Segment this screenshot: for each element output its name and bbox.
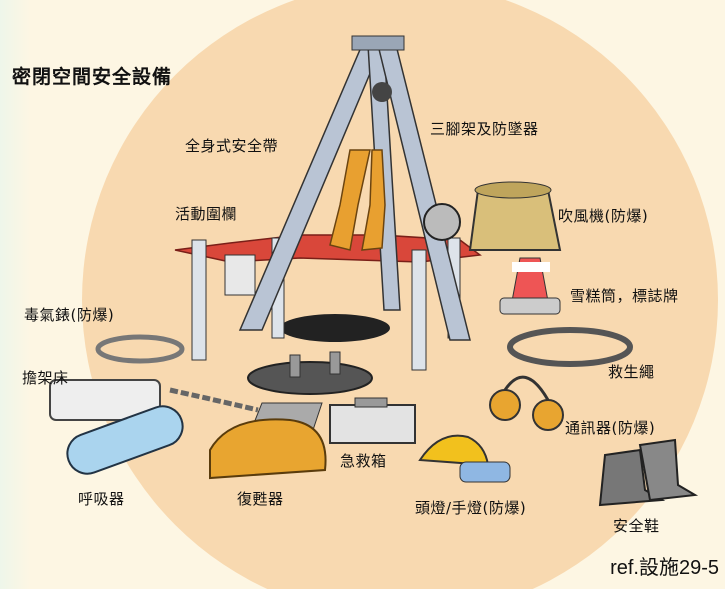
label-gas-detector: 毒氣錶(防爆) [24,306,115,324]
blower-top [474,181,552,199]
detector-hose-coil [95,334,185,364]
label-railing: 活動圍欄 [175,205,238,223]
manhole-cover [247,361,373,395]
label-resuscitator: 復甦器 [237,490,284,508]
label-harness: 全身式安全帶 [185,137,279,155]
gas-detector-unit [224,254,256,296]
label-cone: 雪糕筒，標誌牌 [570,287,679,305]
stretcher-bed [49,379,161,421]
helmet [418,434,490,467]
chain [169,387,259,413]
label-first-aid: 急救箱 [340,452,387,470]
winch-drum [423,203,461,241]
reference-code: ref.設施29-5 [610,557,719,579]
label-tripod: 三腳架及防墜器 [430,120,539,138]
tripod-head [351,35,405,51]
label-shoes: 安全鞋 [613,517,660,535]
label-stretcher: 擔架床 [22,369,69,387]
cover-handle-right [329,351,341,375]
headset-left-cup [489,389,521,421]
railing-post-1 [191,239,207,361]
harness-strap-left [329,149,371,251]
cone-band [512,262,550,272]
resuscitator-bag [209,418,327,480]
manhole-opening [280,314,390,342]
air-cylinder [66,405,184,475]
label-lamp: 頭燈/手燈(防爆) [415,499,527,517]
headset-right-cup [532,399,564,431]
cover-handle-left [289,354,301,378]
hand-lamp [459,461,511,483]
label-breathing: 呼吸器 [78,490,125,508]
label-blower: 吹風機(防爆) [558,207,649,225]
pulley [372,82,392,102]
harness-strap-right [361,149,386,251]
sign-base [499,297,561,315]
first-aid-handle [354,397,388,408]
label-comm: 通訊器(防爆) [565,419,656,437]
diagram-title: 密閉空間安全設備 [12,66,173,88]
headset-band [503,375,550,401]
blower-body [468,189,562,251]
rescue-rope-coil [507,327,633,367]
boot-right [638,438,699,502]
railing-post-3 [411,249,427,371]
first-aid-box [329,404,416,444]
label-rope: 救生繩 [608,363,655,381]
